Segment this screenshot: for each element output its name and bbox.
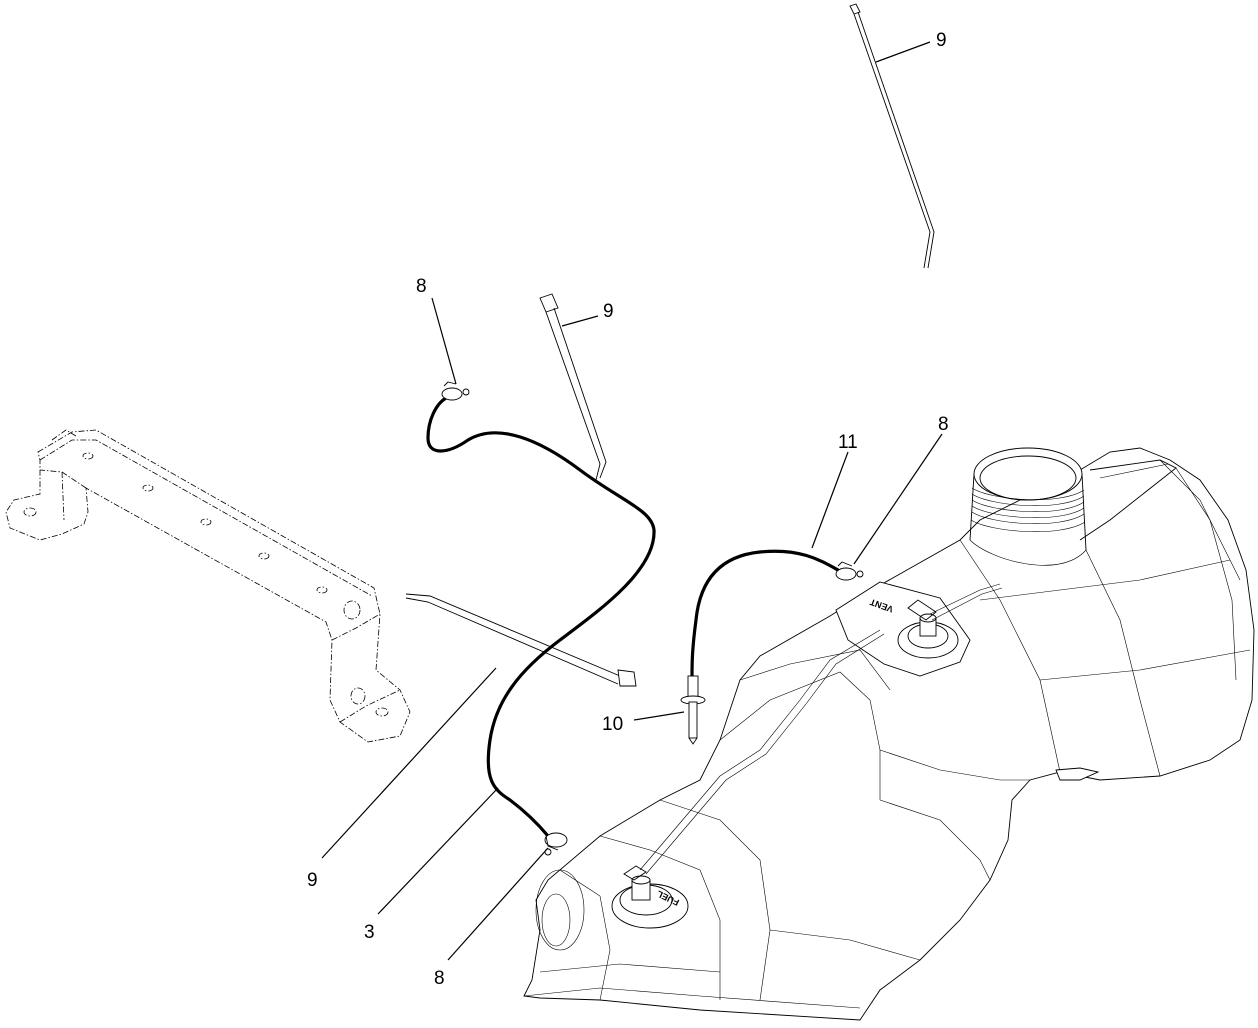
callout-8-right: 8 <box>938 414 949 435</box>
callout-8-top: 8 <box>416 276 427 297</box>
mounting-bracket-phantom <box>5 429 411 743</box>
hose-clamp-vent <box>835 561 864 581</box>
callout-numbers: 9 8 9 11 8 10 9 3 8 <box>307 30 949 989</box>
callout-3: 3 <box>364 922 375 943</box>
hose-clamp-top <box>441 381 470 401</box>
callout-11: 11 <box>838 432 858 453</box>
vent-hose <box>690 549 864 680</box>
cable-tie-middle <box>539 293 607 481</box>
callout-9-bottom: 9 <box>307 870 318 891</box>
cable-tie-lower <box>405 593 637 687</box>
callout-10: 10 <box>602 714 623 735</box>
hose-clamp-bottom <box>544 832 568 856</box>
callout-9-middle: 9 <box>603 301 614 322</box>
fuel-hose <box>426 381 656 856</box>
leader-lines <box>321 41 943 961</box>
cable-tie-top <box>849 3 935 269</box>
fuel-tank: VENT FUEL <box>523 447 1255 1021</box>
fitting-10 <box>680 675 706 745</box>
callout-8-bottom: 8 <box>434 968 445 989</box>
callout-9-top: 9 <box>936 30 947 51</box>
